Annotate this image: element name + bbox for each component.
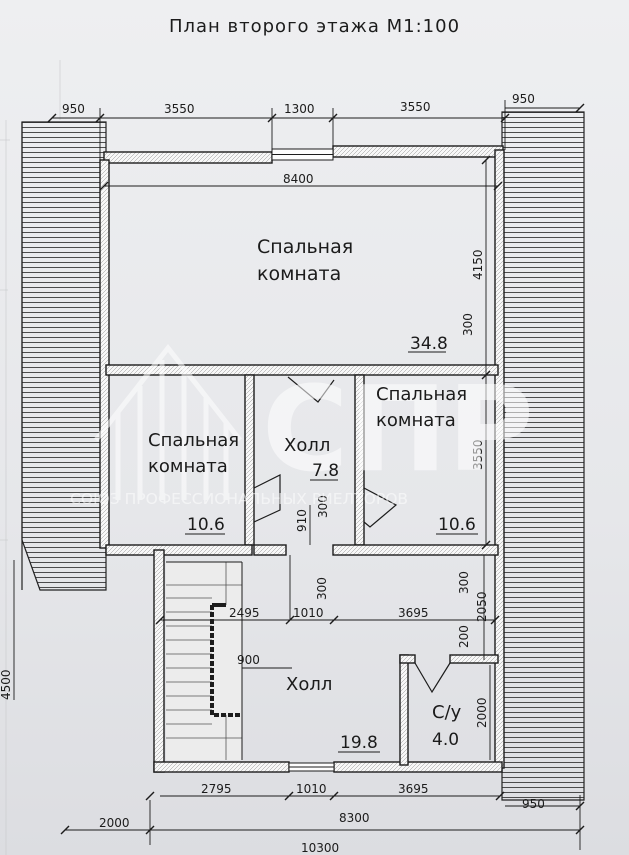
dim-2000: 2000 (475, 697, 489, 728)
dim-910: 910 (295, 509, 309, 532)
room-bedroom-right-area: 10.6 (438, 515, 476, 535)
wall-bottom-left (153, 761, 290, 773)
dim-1010-b: 1010 (296, 782, 327, 796)
dimension-labels: 950 3550 1300 3550 950 8400 4150 300 355… (0, 92, 545, 855)
room-bedroom-left-area: 10.6 (187, 515, 225, 535)
dim-8300: 8300 (339, 811, 370, 825)
roof-overhangs (21, 111, 585, 801)
wall-bedroom-left-south (105, 544, 253, 556)
door-hall-right (363, 487, 398, 528)
stair-rail (210, 605, 242, 717)
dim-1300: 1300 (284, 102, 315, 116)
door-wc (414, 662, 451, 694)
dim-1010-a: 1010 (293, 606, 324, 620)
door-hall-left (253, 474, 281, 523)
dim-2795: 2795 (201, 782, 232, 796)
dim-2050: 2050 (475, 591, 489, 622)
room-hall-lower-name: Холл (286, 674, 332, 695)
dim-3550-left: 3550 (164, 102, 195, 116)
wall-bottom-right (333, 761, 503, 773)
dim-2000: 2000 (99, 816, 130, 830)
dim-2495: 2495 (229, 606, 260, 620)
wall-top-right (332, 145, 504, 158)
dim-3695-b: 3695 (398, 782, 429, 796)
dim-300-b: 300 (316, 495, 330, 518)
doors (253, 376, 451, 694)
dim-3550-right: 3550 (400, 100, 431, 114)
faint-grid-lines (0, 60, 61, 855)
wall-left-upper (99, 159, 110, 549)
dim-3695-a: 3695 (398, 606, 429, 620)
dim-300-a: 300 (461, 313, 475, 336)
room-bedroom-left-line1: Спальная (148, 430, 239, 451)
wall-wc-west (399, 654, 409, 766)
room-hall-upper-name: Холл (284, 435, 330, 456)
wall-left-lower (153, 549, 165, 773)
watermark-text: СОЮЗ ПРОФЕССИОНАЛЬНЫХ РИЕЛТОРОВ (70, 490, 408, 508)
dim-950-bottom: 950 (522, 797, 545, 811)
plan-title: План второго этажа М1:100 (168, 16, 461, 37)
room-labels: Спальная комната 34.8 Спальная комната 1… (148, 236, 478, 753)
wall-top-left (103, 151, 273, 164)
room-bedroom-right-line2: комната (376, 410, 456, 431)
windows (271, 148, 335, 772)
room-wc-area: 4.0 (432, 730, 459, 750)
room-hall-lower-area: 19.8 (340, 733, 378, 753)
dim-10300: 10300 (301, 841, 339, 855)
dim-4150: 4150 (471, 249, 485, 280)
walls (99, 145, 505, 773)
dim-edge-left: 4500 (0, 669, 13, 700)
room-bedroom-left-line2: комната (148, 456, 228, 477)
room-bedroom-top-line1: Спальная (257, 236, 353, 258)
wall-partition-mid (105, 364, 499, 376)
door-hall-top (287, 376, 335, 403)
dim-200: 200 (457, 625, 471, 648)
wall-bedroom-left-east (244, 374, 255, 546)
dim-900: 900 (237, 653, 260, 667)
room-bedroom-right-line1: Спальная (376, 384, 467, 405)
watermark: СПР СОЮЗ ПРОФЕССИОНАЛЬНЫХ РИЕЛТОРОВ (70, 343, 534, 508)
dimension-ticks (47, 103, 585, 835)
room-wc-name: С/у (432, 702, 462, 723)
roof-overhang-left (21, 121, 107, 591)
dim-8400: 8400 (283, 172, 314, 186)
dim-3550: 3550 (471, 439, 485, 470)
dim-300-d: 300 (457, 571, 471, 594)
room-hall-upper-area: 7.8 (312, 461, 339, 481)
watermark-house-icon (94, 343, 242, 500)
room-bedroom-top-line2: комната (257, 263, 341, 285)
dim-950-right: 950 (512, 92, 535, 106)
dim-300-c: 300 (315, 577, 329, 600)
watermark-logo: СПР (262, 360, 534, 498)
room-bedroom-top-area: 34.8 (410, 334, 448, 354)
staircase (166, 561, 243, 760)
dim-950-left: 950 (62, 102, 85, 116)
